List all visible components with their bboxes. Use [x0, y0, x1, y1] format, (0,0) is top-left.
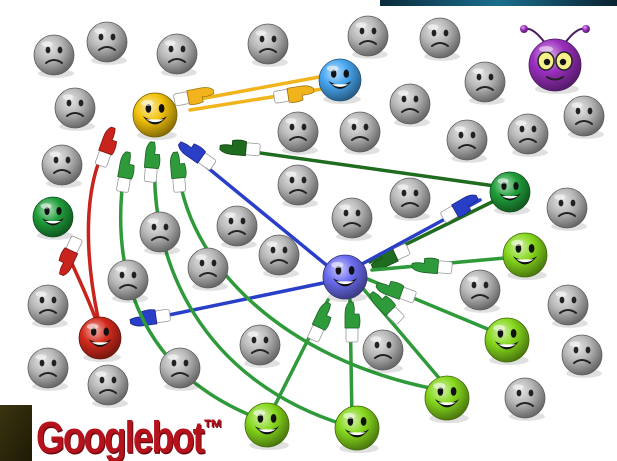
sad-face-icon	[159, 347, 201, 391]
sad-face-icon	[547, 284, 589, 328]
pointing-hand-icon	[58, 235, 83, 277]
background-panel-top	[380, 0, 617, 6]
sad-face-icon	[139, 211, 181, 255]
link-hub-to-green	[360, 194, 482, 266]
smiley-face-icon	[502, 232, 548, 281]
pointing-hand-icon	[307, 301, 332, 343]
sad-face-icon	[504, 377, 546, 421]
link-hub-to-yellow	[178, 141, 332, 270]
smiley-face-icon	[334, 405, 380, 454]
link-layer	[58, 73, 507, 427]
pointing-hand-icon	[219, 139, 261, 157]
face-layer	[27, 15, 605, 454]
link-green-to-hub-top	[219, 139, 497, 188]
smiley-face-icon	[489, 171, 531, 215]
sad-face-icon	[331, 197, 373, 241]
trademark-mark: ™	[202, 415, 223, 442]
background-panel-bottom	[0, 405, 32, 461]
link-bottom1-arc	[116, 151, 264, 422]
smiley-face-icon	[318, 58, 362, 104]
sad-face-icon	[247, 23, 289, 67]
sad-face-icon	[561, 334, 603, 378]
link-red-to-yellow	[86, 126, 118, 320]
sad-face-icon	[347, 15, 389, 59]
pointing-hand-icon	[173, 87, 215, 107]
smiley-face-icon	[78, 316, 122, 362]
link-line	[119, 163, 264, 422]
pointing-hand-icon	[369, 291, 405, 325]
link-lime1-to-hub	[370, 256, 507, 275]
sad-face-icon	[86, 21, 128, 65]
pointing-hand-icon	[375, 280, 417, 303]
sad-face-icon	[258, 234, 300, 278]
sad-face-icon	[546, 187, 588, 231]
link-lime3-to-hub	[358, 283, 447, 387]
sad-face-icon	[187, 247, 229, 291]
sad-face-icon	[41, 144, 83, 188]
link-red-down	[58, 235, 98, 322]
smiley-face-icon	[424, 375, 470, 424]
sad-face-icon	[239, 324, 281, 368]
sad-face-icon	[27, 284, 69, 328]
sad-face-icon	[33, 34, 75, 78]
link-blue-to-yellow	[188, 85, 330, 112]
pointing-hand-icon	[411, 257, 453, 275]
sad-face-icon	[389, 83, 431, 127]
pointing-hand-icon	[95, 126, 118, 168]
sad-face-icon	[446, 119, 488, 163]
pointing-hand-icon	[178, 141, 217, 171]
link-yellow-to-blue	[173, 73, 332, 107]
pointing-hand-icon	[143, 141, 161, 183]
smiley-face-icon	[322, 254, 368, 303]
sad-face-icon	[27, 347, 69, 391]
link-bottom2-arc	[143, 141, 347, 427]
link-hub-to-red	[129, 280, 330, 327]
pointing-hand-icon	[273, 85, 315, 104]
link-line	[176, 163, 442, 392]
smiley-face-icon	[484, 317, 530, 366]
pointing-hand-icon	[116, 151, 135, 193]
smiley-face-icon	[32, 196, 74, 240]
sad-face-icon	[87, 364, 129, 408]
sad-face-icon	[389, 177, 431, 221]
link-bottom1-to-hub	[268, 298, 332, 417]
googlebot-logo: Googlebot™	[36, 413, 223, 461]
sad-face-icon	[339, 111, 381, 155]
link-bottom2-to-hub	[344, 298, 361, 422]
link-line	[176, 73, 332, 105]
sad-face-icon	[277, 164, 319, 208]
sad-face-icon	[216, 205, 258, 249]
pointing-hand-icon	[169, 151, 187, 193]
sad-face-icon	[507, 113, 549, 157]
link-lime3-arc	[169, 151, 442, 392]
pointing-hand-icon	[129, 308, 171, 327]
link-line	[152, 158, 347, 427]
sad-face-icon	[464, 61, 506, 105]
sad-face-icon	[277, 111, 319, 155]
sad-face-icon	[362, 329, 404, 373]
smiley-face-icon	[244, 402, 290, 451]
sad-face-icon	[54, 87, 96, 131]
link-lime2-to-hub	[363, 276, 492, 332]
pointing-hand-icon	[344, 301, 361, 343]
smiley-face-icon	[132, 92, 178, 141]
sad-face-icon	[459, 269, 501, 313]
sad-face-icon	[156, 33, 198, 77]
logo-text: Googlebot	[36, 413, 205, 461]
pointing-hand-icon	[440, 194, 479, 223]
sad-face-icon	[419, 17, 461, 61]
sad-face-icon	[563, 95, 605, 139]
sad-face-icon	[107, 259, 149, 303]
link-line	[223, 146, 497, 188]
googlebot-bug-icon	[520, 25, 590, 94]
